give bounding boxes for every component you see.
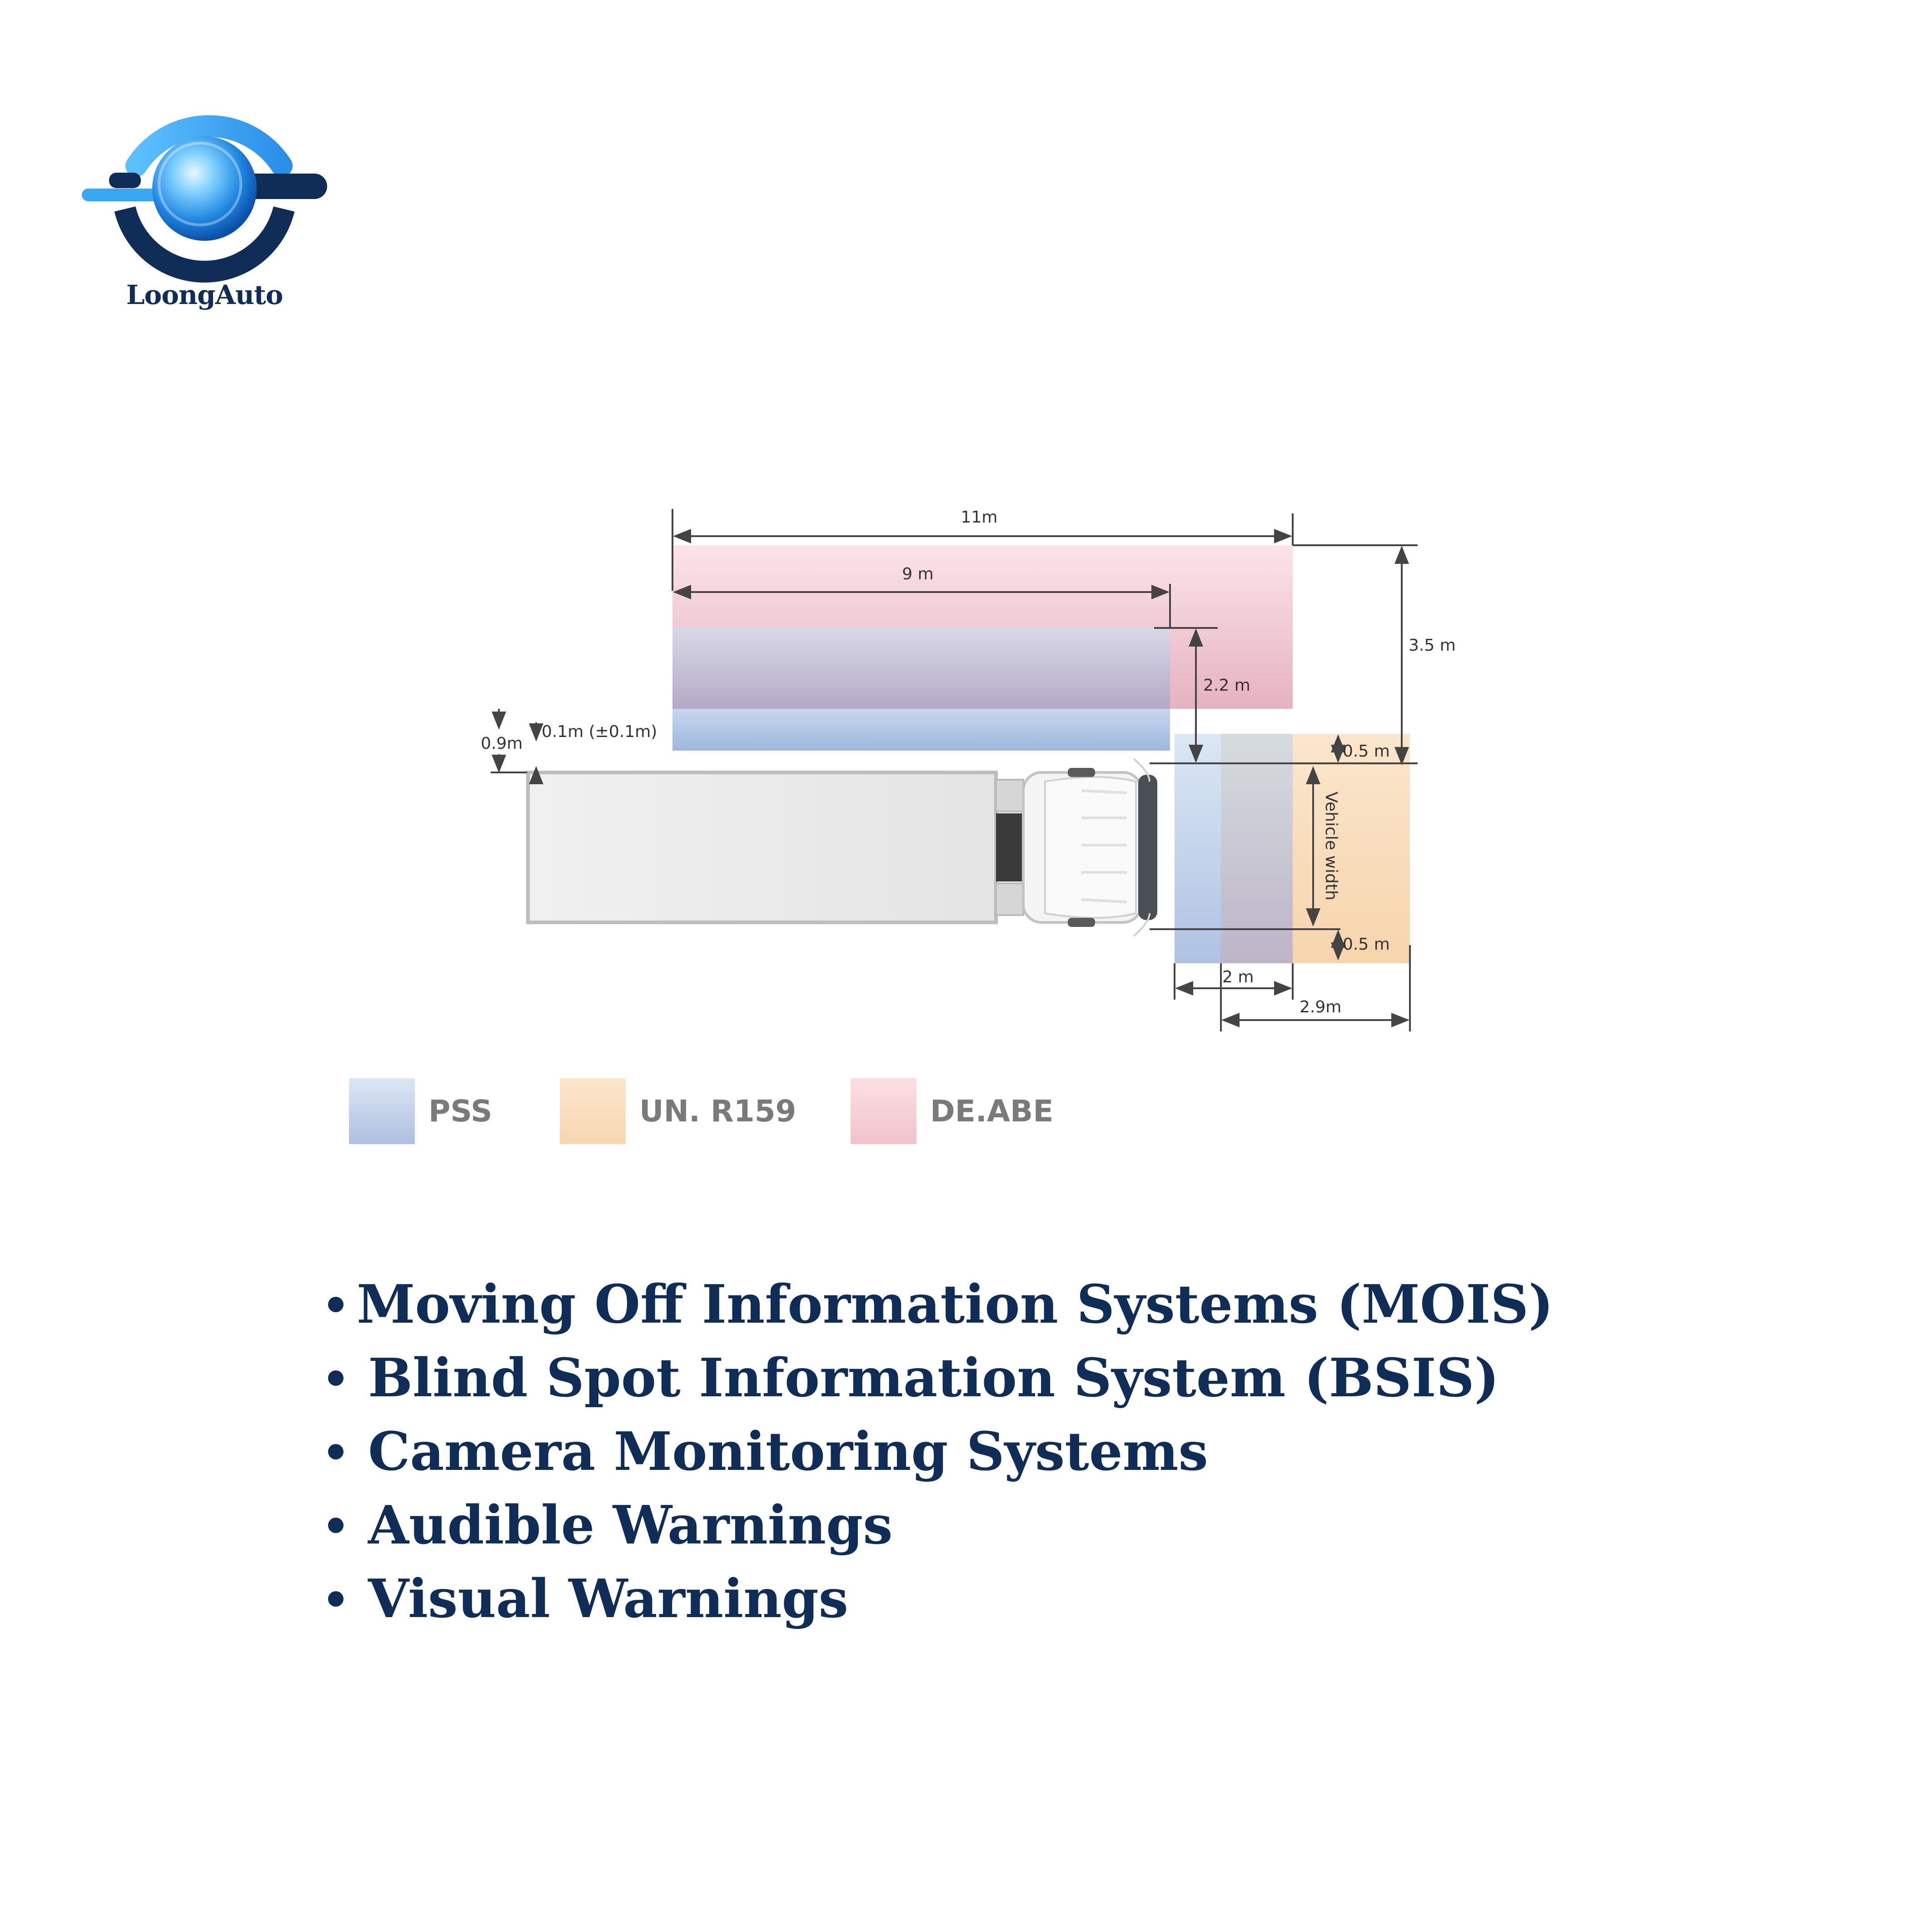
dim-0-5m-bottom: 0.5 m [1343,935,1390,954]
blind-spot-zones-diagram: 11m 9 m 3.5 m 2.2 m 0.9m 0.1m (±0.1m) 0.… [481,508,1456,1031]
dim-vehicle-width: Vehicle width [1322,792,1340,900]
legend-label-un-r159: UN. R159 [639,1093,797,1129]
dim-0-9m: 0.9m [481,734,523,753]
feature-text: Audible Warnings [368,1494,893,1556]
bullet-icon [328,1297,344,1312]
bullet-icon [328,1444,344,1459]
zone-pss-front [1175,734,1221,963]
legend-de-abe: DE.ABE [851,1077,1053,1145]
dim-2-2m: 2.2 m [1203,676,1250,695]
dim-2m: 2 m [1222,968,1254,986]
legend-label-pss: PSS [428,1093,493,1129]
legend-pss: PSS [349,1077,492,1145]
dim-11m: 11m [961,508,998,527]
feature-text: Moving Off Information Systems (MOIS) [357,1274,1554,1335]
bullet-icon [328,1518,344,1533]
legend-swatch-de-abe [851,1078,916,1144]
dim-0-5m-top: 0.5 m [1343,742,1390,761]
zone-pss-side [672,709,1170,751]
legend-label-de-abe: DE.ABE [930,1093,1054,1129]
dim-9m: 9 m [902,565,933,583]
truck-cab [1022,758,1157,937]
feature-text: Blind Spot Information System (BSIS) [368,1347,1499,1409]
feature-text: Visual Warnings [368,1568,848,1630]
bullet-icon [328,1591,344,1607]
legend-un-r159: UN. R159 [560,1077,796,1145]
dim-2-9m: 2.9m [1300,998,1341,1016]
dim-0-1m: 0.1m (±0.1m) [542,722,657,741]
zone-overlap [672,627,1170,709]
logo-wordmark: LoongAuto [126,279,284,310]
zone-front-overlap [1221,734,1293,963]
trailer [526,771,998,924]
coupling [996,813,1023,881]
legend-swatch-un-r159 [560,1078,626,1144]
legend-swatch-pss [349,1078,415,1144]
loongauto-logo [82,115,327,283]
feature-text: Camera Monitoring Systems [368,1421,1208,1483]
dim-3-5m: 3.5 m [1409,636,1456,655]
bullet-icon [328,1370,344,1386]
